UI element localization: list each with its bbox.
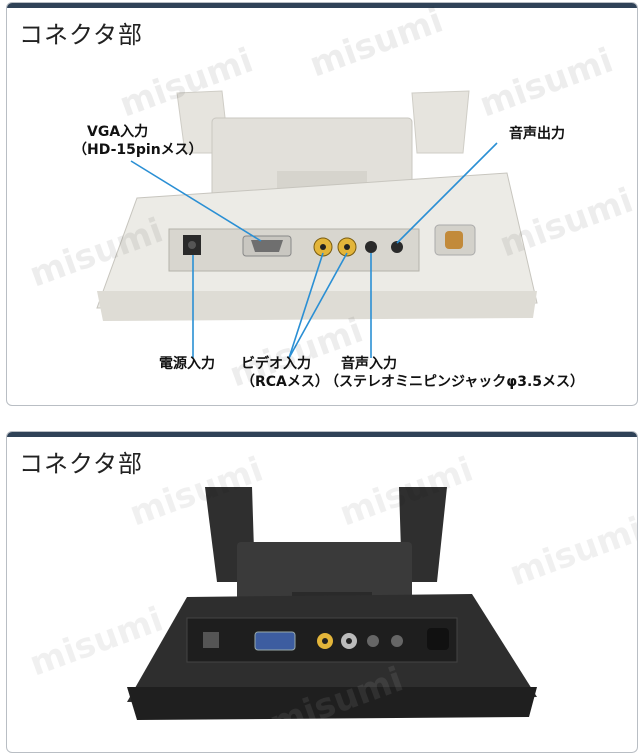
video-input-label-line2: （RCAメス）: [241, 374, 329, 390]
video-input-label: ビデオ入力 （RCAメス）: [241, 355, 329, 391]
vga-input-label-line1: VGA入力: [87, 124, 149, 140]
black-monitor-photo: [127, 487, 537, 720]
audio-input-label: 音声入力 （ステレオミニピンジャックφ3.5メス）: [325, 355, 584, 391]
section-title: コネクタ部: [19, 450, 144, 478]
video-input-label-line1: ビデオ入力: [241, 356, 311, 372]
section-header-bar: [7, 432, 637, 437]
audio-input-label-line1: 音声入力: [341, 356, 397, 372]
power-input-label: 電源入力: [159, 356, 215, 372]
vga-input-label: VGA入力 （HD-15pinメス）: [73, 123, 203, 159]
audio-output-label: 音声出力: [509, 126, 565, 142]
audio-input-label-line2: （ステレオミニピンジャックφ3.5メス）: [325, 374, 585, 390]
connector-section-white: misumi misumi misumi misumi misumi misum…: [6, 2, 638, 406]
white-monitor-photo: [96, 90, 538, 359]
section-title: コネクタ部: [19, 21, 144, 49]
vga-input-label-line2: （HD-15pinメス）: [73, 142, 203, 158]
section-header-bar: [7, 3, 637, 8]
connector-section-black: misumi misumi misumi misumi misumi コネクタ部: [6, 431, 638, 753]
